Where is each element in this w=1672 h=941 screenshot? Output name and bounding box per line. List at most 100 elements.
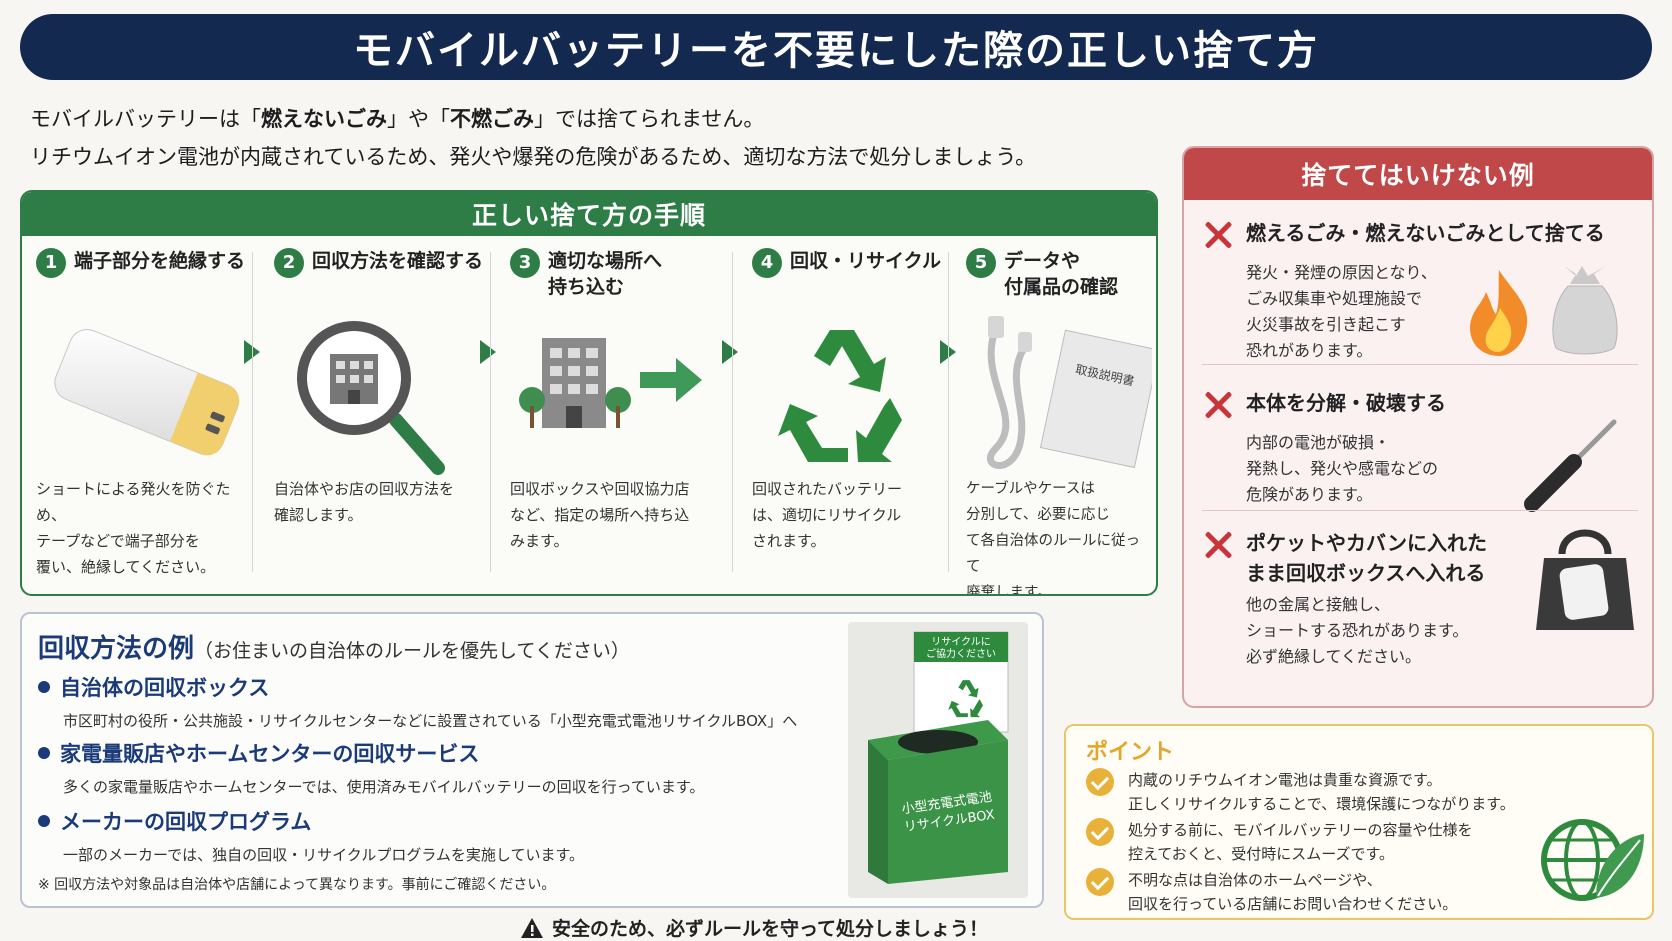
point-item: 処分する前に、モバイルバッテリーの容量や仕様を控えておくと、受付時にスムーズです… — [1086, 818, 1473, 866]
point-item: 不明な点は自治体のホームページや、回収を行っている店舗にお問い合わせください。 — [1086, 868, 1457, 916]
handbag-icon — [1536, 529, 1634, 630]
warning-icon — [521, 917, 543, 938]
step-desc-line: など、指定の場所へ持ち込 — [510, 506, 690, 524]
step-desc-line: 覆い、絶縁してください。 — [36, 558, 216, 576]
step-arrow — [480, 340, 496, 364]
fire-icon — [1470, 270, 1528, 356]
step-divider — [948, 252, 949, 572]
collection-note: ※ 回収方法や対象品は自治体や店舗によって異なります。事前にご確認ください。 — [38, 877, 556, 893]
dont-desc-line: 必ず絶縁してください。 — [1246, 647, 1422, 666]
collection-item: メーカーの回収プログラム 一部のメーカーでは、独自の回収・リサイクルプログラムを… — [38, 806, 584, 865]
page-title: モバイルバッテリーを不要にした際の正しい捨て方 — [353, 28, 1319, 74]
dont-desc-line: ごみ収集車や処理施設で — [1246, 289, 1423, 308]
donts-panel: 捨ててはいけない例 燃えるごみ・燃えないごみとして捨てる 発火・発煙の原因となり… — [1182, 146, 1654, 708]
point-line: 内蔵のリチウムイオン電池は貴重な資源です。 — [1128, 771, 1442, 789]
dont-desc-line: 火災事故を引き起こす — [1246, 315, 1406, 334]
safety-message: 安全のため、必ずルールを守って処分しましょう！ — [520, 914, 988, 941]
collection-item: 自治体の回収ボックス 市区町村の役所・公共施設・リサイクルセンターなどに設置され… — [38, 672, 797, 731]
point-line: 処分する前に、モバイルバッテリーの容量や仕様を — [1128, 821, 1473, 839]
cable-manual-icon: 取扱説明書 — [987, 316, 1152, 469]
recycle-box-photo: リサイクルに ご協力ください 小型充電式電池 リサイクルBOX — [848, 622, 1028, 898]
screwdriver-icon — [1524, 419, 1617, 512]
collection-item-head: 自治体の回収ボックス — [60, 676, 270, 700]
step-4: 4 回収・リサイクル 回収されたバッテリーは、適切にリサイクルされます。 — [752, 248, 942, 584]
dont-item: 燃えるごみ・燃えないごみとして捨てる 発火・発煙の原因となり、ごみ収集車や処理施… — [1202, 218, 1638, 364]
step-divider — [490, 252, 491, 572]
step-desc-line: ショートによる発火を防ぐため、 — [36, 480, 231, 524]
dont-desc-line: 内部の電池が破損・ — [1246, 433, 1391, 452]
step-title: データや 付属品の確認 — [1004, 250, 1119, 298]
check-icon — [1086, 768, 1114, 796]
bin-sign-line: ご協力ください — [926, 647, 996, 660]
check-icon — [1086, 818, 1114, 846]
point-line: 控えておくと、受付時にスムーズです。 — [1128, 845, 1394, 863]
point-line: 不明な点は自治体のホームページや、 — [1128, 871, 1382, 889]
dont-divider — [1202, 510, 1638, 511]
step-number: 3 — [510, 248, 540, 278]
point-panel: ポイント 内蔵のリチウムイオン電池は貴重な資源です。正しくリサイクルすることで、… — [1064, 724, 1654, 920]
step-3: 3 適切な場所へ 持ち込む 回収ボックスや回収協力店など、指定の場所へ持ち込みます… — [510, 248, 720, 584]
cross-icon — [1202, 218, 1234, 250]
collection-item-desc: 市区町村の役所・公共施設・リサイクルセンターなどに設置されている「小型充電式電池… — [63, 712, 798, 730]
step-desc-line: 回収ボックスや回収協力店 — [510, 480, 690, 498]
step-desc-line: 廃棄します。 — [966, 585, 1052, 596]
title-banner: モバイルバッテリーを不要にした際の正しい捨て方 — [20, 14, 1652, 80]
intro-line-1: モバイルバッテリーは「燃えないごみ」や「不燃ごみ」では捨てられません。 — [30, 107, 765, 131]
dont-desc-line: 他の金属と接触し、 — [1246, 595, 1391, 614]
step-divider — [732, 252, 733, 572]
check-icon — [1086, 868, 1114, 896]
bullet-icon — [38, 747, 50, 759]
step-desc-line: 分別して、必要に応じ — [966, 507, 1110, 523]
safety-text: 安全のため、必ずルールを守って処分しましょう！ — [552, 918, 989, 940]
step-title: 適切な場所へ 持ち込む — [548, 250, 663, 298]
step-desc-line: 自治体やお店の回収方法を — [274, 480, 455, 498]
bin-sign-line: リサイクルに — [931, 636, 991, 648]
step-1: 1 端子部分を絶縁する ショートによる発火を防ぐため、テープなどで端子部分を覆い、… — [36, 248, 246, 584]
step-arrow — [722, 340, 738, 364]
dont-head: 燃えるごみ・燃えないごみとして捨てる — [1246, 221, 1605, 245]
step-number: 2 — [274, 248, 304, 278]
intro-line-2: リチウムイオン電池が内蔵されているため、発火や爆発の危険があるため、適切な方法で… — [30, 145, 1037, 169]
step-divider — [252, 252, 253, 572]
collection-item-desc: 多くの家電量販店やホームセンターでは、使用済みモバイルバッテリーの回収を行ってい… — [63, 778, 705, 796]
collection-item-desc: 一部のメーカーでは、独自の回収・リサイクルプログラムを実施しています。 — [63, 846, 584, 864]
trash-bag-icon — [1552, 266, 1618, 355]
step-number: 1 — [36, 248, 66, 278]
point-line: 正しくリサイクルすることで、環境保護につながります。 — [1128, 795, 1515, 813]
step-desc-line: は、適切にリサイクル — [752, 506, 902, 524]
building-arrow-icon — [519, 338, 702, 428]
dont-desc-line: 危険があります。 — [1246, 485, 1373, 504]
step-desc-line: ケーブルやケースは — [966, 481, 1095, 497]
dont-head: ポケットやカバンに入れた まま回収ボックスへ入れる — [1246, 531, 1487, 585]
point-title: ポイント — [1086, 740, 1175, 765]
step-desc-line: みます。 — [510, 532, 569, 550]
collection-methods-panel: 回収方法の例（お住まいの自治体のルールを優先してください） 自治体の回収ボックス… — [20, 612, 1044, 908]
cross-icon — [1202, 528, 1234, 560]
dont-head: 本体を分解・破壊する — [1246, 391, 1446, 415]
globe-leaf-icon — [1541, 819, 1644, 901]
point-line: 回収を行っている店舗にお問い合わせください。 — [1128, 895, 1458, 913]
step-title: 回収・リサイクル — [790, 250, 942, 272]
recycle-icon — [778, 330, 902, 462]
step-number: 4 — [752, 248, 782, 278]
collection-item-head: メーカーの回収プログラム — [60, 810, 312, 834]
step-desc-line: 確認します。 — [274, 506, 363, 524]
collection-subtitle: （お住まいの自治体のルールを優先してください） — [194, 640, 630, 662]
step-title: 端子部分を絶縁する — [74, 250, 246, 272]
point-item: 内蔵のリチウムイオン電池は貴重な資源です。正しくリサイクルすることで、環境保護に… — [1086, 768, 1515, 816]
cross-icon — [1202, 388, 1234, 420]
donts-title: 捨ててはいけない例 — [1184, 148, 1652, 200]
step-desc-line: されます。 — [752, 532, 826, 550]
dont-desc-line: 発火・発煙の原因となり、 — [1246, 263, 1437, 282]
collection-item-head: 家電量販店やホームセンターの回収サービス — [60, 742, 480, 766]
step-desc-line: 回収されたバッテリー — [752, 480, 903, 498]
dont-desc-line: 発熱し、発火や感電などの — [1246, 459, 1439, 478]
step-desc-line: テープなどで端子部分を — [36, 532, 200, 550]
bullet-icon — [38, 681, 50, 693]
magnifier-building-icon — [297, 321, 445, 475]
dont-desc-line: 恐れがあります。 — [1246, 341, 1373, 360]
collection-title: 回収方法の例（お住まいの自治体のルールを優先してください） — [38, 634, 630, 664]
